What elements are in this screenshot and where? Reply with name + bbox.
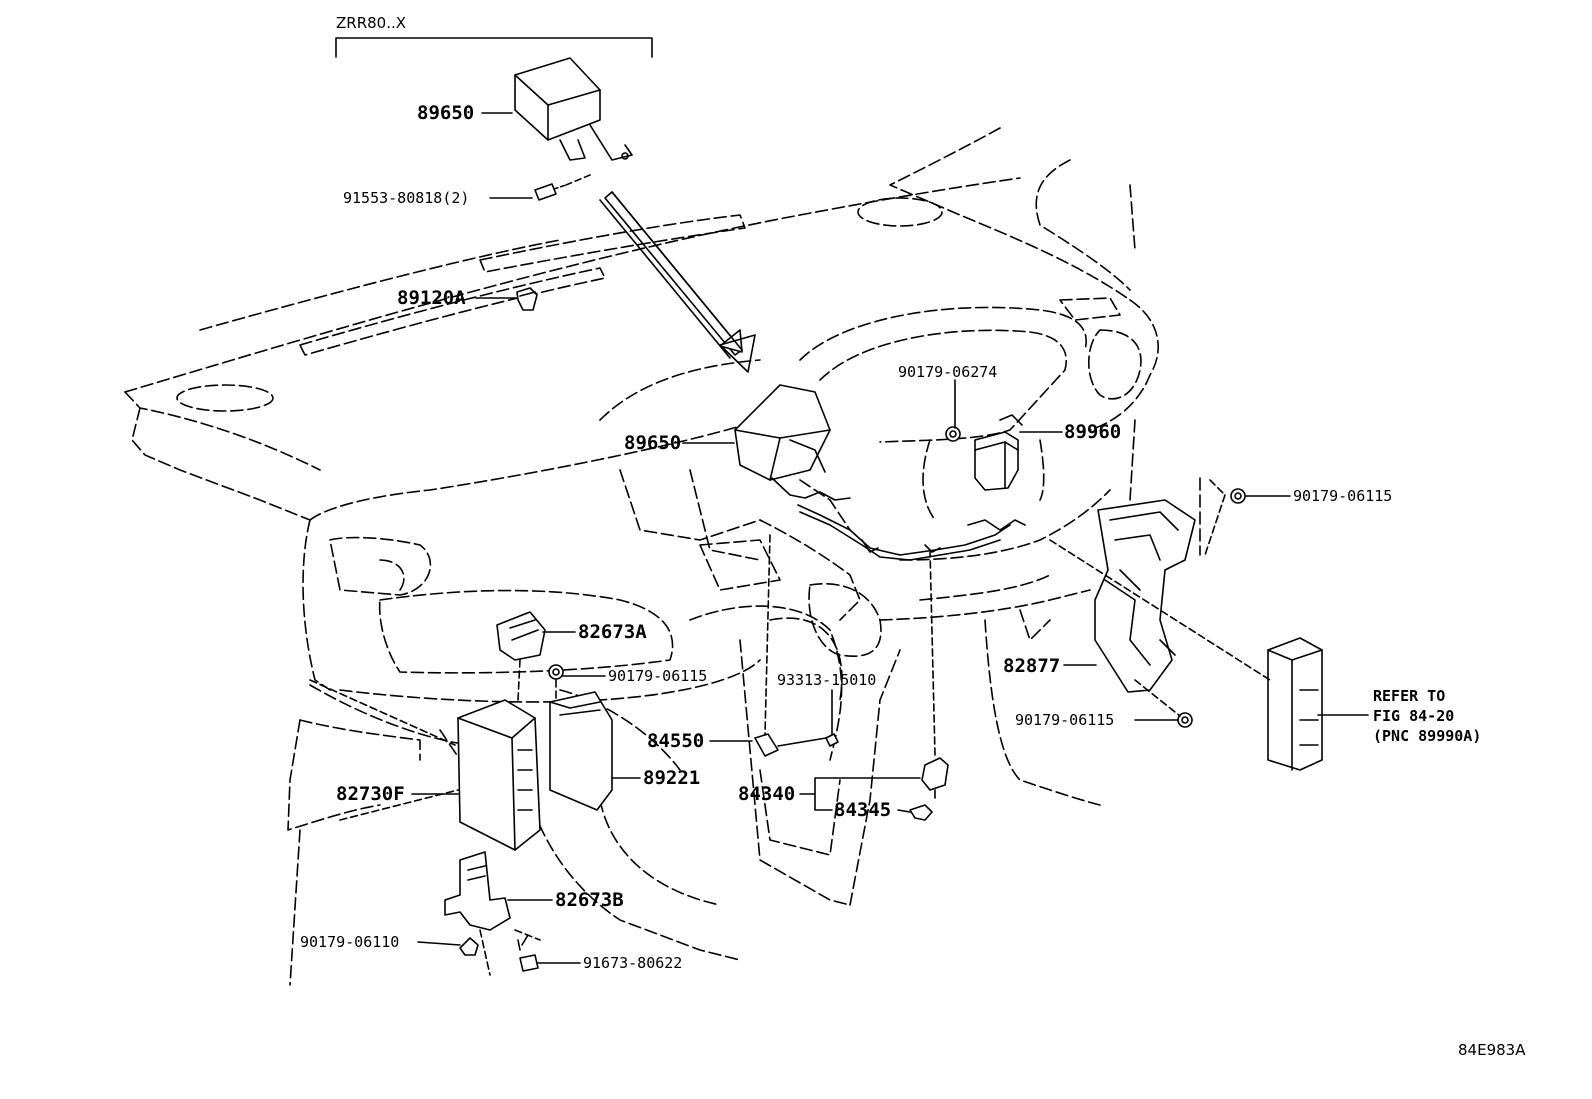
label-89650-main: 89650 [624, 432, 682, 454]
nut-90179-06115-left [548, 664, 564, 680]
bracket-82673A [496, 611, 546, 661]
label-90179-06274: 90179-06274 [898, 363, 998, 381]
label-84550: 84550 [647, 730, 705, 752]
part-89650-top [514, 57, 633, 161]
label-90179-06110: 90179-06110 [300, 933, 400, 951]
projection-lines [309, 479, 1271, 976]
label-90179-06115-lower: 90179-06115 [1015, 711, 1115, 729]
figure-code: 84E983A [1458, 1041, 1526, 1059]
label-84340: 84340 [738, 783, 796, 805]
label-84345: 84345 [834, 799, 892, 821]
dashboard-outline [124, 127, 1201, 986]
refer-note-line3: (PNC 89990A) [1373, 727, 1482, 745]
bracket-82877 [1094, 499, 1196, 693]
leader-lines [411, 112, 1369, 964]
label-82877: 82877 [1003, 655, 1061, 677]
part-ecu-refer [1267, 637, 1323, 771]
part-84340 [921, 757, 949, 799]
label-82673B: 82673B [555, 889, 624, 911]
label-90179-06115-right: 90179-06115 [1293, 487, 1393, 505]
direction-arrow [599, 191, 756, 373]
bolt-91673 [517, 934, 539, 972]
clip-89120A [516, 287, 538, 311]
part-84345 [909, 804, 933, 821]
nut-90179-06110 [459, 937, 479, 956]
part-84550 [754, 733, 779, 757]
variant-label: ZRR80..X [336, 14, 407, 32]
refer-note: REFER TO FIG 84-20 (PNC 89990A) [1373, 686, 1481, 746]
refer-note-line2: FIG 84-20 [1373, 707, 1455, 725]
label-91673-80622: 91673-80622 [583, 954, 683, 972]
variant-bracket [335, 37, 653, 58]
part-89960 [974, 414, 1023, 491]
nut-90179-06274 [945, 426, 961, 442]
part-82730F [457, 699, 541, 851]
label-91553-80818: 91553-80818(2) [343, 189, 470, 207]
label-93313-15010: 93313-15010 [777, 671, 877, 689]
bolt-91553 [534, 174, 591, 201]
part-89650-main [734, 384, 1026, 561]
label-89221: 89221 [643, 767, 701, 789]
label-82730F: 82730F [336, 783, 405, 805]
label-89650-top: 89650 [417, 102, 475, 124]
label-82673A: 82673A [578, 621, 647, 643]
label-90179-06115-left: 90179-06115 [608, 667, 708, 685]
part-89221 [549, 691, 613, 811]
refer-note-line1: REFER TO [1373, 687, 1446, 705]
label-89960: 89960 [1064, 421, 1122, 443]
label-89120A: 89120A [397, 287, 466, 309]
bracket-82673B [444, 851, 511, 931]
nut-90179-06115-right [1230, 488, 1246, 504]
